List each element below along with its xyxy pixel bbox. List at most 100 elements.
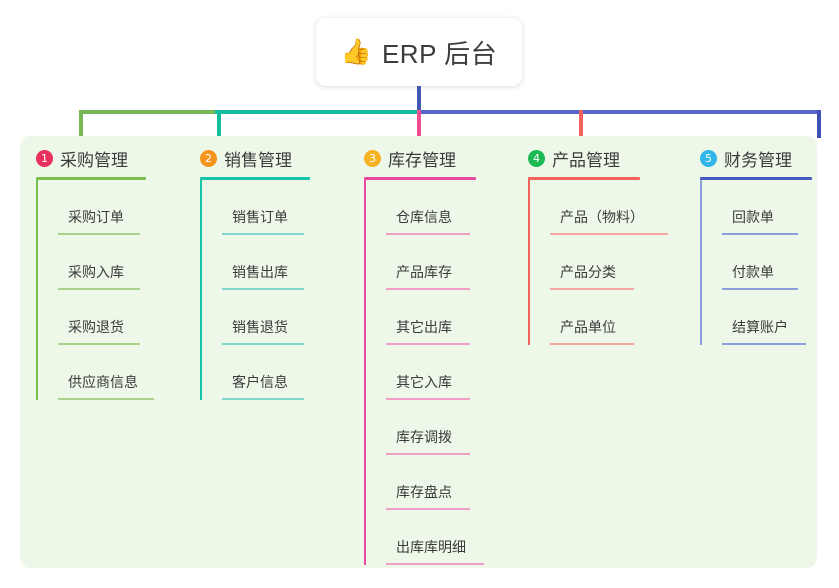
leaf-node[interactable]: 采购订单 xyxy=(58,180,186,235)
branch-number-badge: 3 xyxy=(364,149,381,167)
leaf-label: 仓库信息 xyxy=(396,209,452,225)
leaf-rule xyxy=(58,233,140,235)
leaf-label: 产品分类 xyxy=(560,264,616,280)
leaf-label: 库存调拨 xyxy=(396,429,452,445)
leaf-node[interactable]: 结算账户 xyxy=(722,290,839,345)
leaf-label: 采购退货 xyxy=(68,319,124,335)
leaf-rule xyxy=(722,288,798,290)
leaf-rule xyxy=(222,343,304,345)
leaf-label: 付款单 xyxy=(732,264,774,280)
connector-drop-3 xyxy=(417,110,421,138)
leaf-node[interactable]: 销售订单 xyxy=(222,180,350,235)
branch-number-badge: 5 xyxy=(700,149,717,167)
branch-column-1: 1 采购管理采购订单采购入库采购退货供应商信息 xyxy=(36,145,186,400)
leaf-node[interactable]: 产品库存 xyxy=(386,235,514,290)
leaf-label: 供应商信息 xyxy=(68,374,138,390)
leaf-node[interactable]: 采购入库 xyxy=(58,235,186,290)
connector-drop-2 xyxy=(217,110,221,138)
leaf-node[interactable]: 客户信息 xyxy=(222,345,350,400)
leaf-node[interactable]: 其它入库 xyxy=(386,345,514,400)
branch-title: 产品管理 xyxy=(552,150,620,170)
connector-drop-5 xyxy=(817,110,821,138)
branch-spine xyxy=(528,180,530,345)
leaf-label: 销售退货 xyxy=(232,319,288,335)
connector-stem-center xyxy=(417,86,421,112)
branch-title: 采购管理 xyxy=(60,150,128,170)
branch-header-rule xyxy=(36,177,146,180)
root-title: ERP 后台 xyxy=(381,38,498,69)
branch-spine xyxy=(700,180,702,345)
leaf-node[interactable]: 回款单 xyxy=(722,180,839,235)
leaf-label: 销售出库 xyxy=(232,264,288,280)
leaf-rule xyxy=(222,233,304,235)
branch-leaf-list: 销售订单销售出库销售退货客户信息 xyxy=(200,180,350,400)
branch-title: 销售管理 xyxy=(224,150,292,170)
root-node-card[interactable]: 👍 ERP 后台 xyxy=(316,18,522,86)
leaf-node[interactable]: 库存调拨 xyxy=(386,400,514,455)
leaf-rule xyxy=(386,508,470,510)
leaf-label: 客户信息 xyxy=(232,374,288,390)
leaf-node[interactable]: 仓库信息 xyxy=(386,180,514,235)
leaf-label: 结算账户 xyxy=(732,319,788,335)
leaf-node[interactable]: 销售出库 xyxy=(222,235,350,290)
leaf-label: 产品（物料） xyxy=(560,209,644,225)
leaf-label: 采购订单 xyxy=(68,209,124,225)
branch-column-4: 4 产品管理产品（物料） 产品分类产品单位 xyxy=(528,145,693,345)
leaf-node[interactable]: 采购退货 xyxy=(58,290,186,345)
leaf-node[interactable]: 产品分类 xyxy=(550,235,693,290)
branch-header-2[interactable]: 2 销售管理 xyxy=(200,145,350,171)
leaf-rule xyxy=(386,233,470,235)
thumbs-up-icon: 👍 xyxy=(340,37,372,66)
leaf-rule xyxy=(722,233,798,235)
leaf-label: 其它入库 xyxy=(396,374,452,390)
branch-number-badge: 1 xyxy=(36,149,53,167)
leaf-node[interactable]: 付款单 xyxy=(722,235,839,290)
leaf-rule xyxy=(722,343,806,345)
branch-title: 库存管理 xyxy=(388,150,456,170)
leaf-rule xyxy=(58,343,140,345)
branch-number-badge: 2 xyxy=(200,149,217,167)
leaf-rule xyxy=(58,288,140,290)
branch-leaf-list: 回款单付款单结算账户 xyxy=(700,180,839,345)
branch-header-1[interactable]: 1 采购管理 xyxy=(36,145,186,171)
branch-header-rule xyxy=(200,177,310,180)
branch-header-4[interactable]: 4 产品管理 xyxy=(528,145,693,171)
branch-header-rule xyxy=(700,177,812,180)
branch-column-3: 3 库存管理仓库信息产品库存其它出库其它入库库存调拨库存盘点出库库明细 xyxy=(364,145,514,565)
leaf-label: 产品单位 xyxy=(560,319,616,335)
branch-leaf-list: 采购订单采购入库采购退货供应商信息 xyxy=(36,180,186,400)
connector-bus-segment-2 xyxy=(215,110,421,114)
branch-spine xyxy=(200,180,202,400)
connector-drop-4 xyxy=(579,110,583,138)
leaf-node[interactable]: 产品（物料） xyxy=(550,180,693,235)
leaf-label: 其它出库 xyxy=(396,319,452,335)
leaf-rule xyxy=(550,288,634,290)
branch-header-3[interactable]: 3 库存管理 xyxy=(364,145,514,171)
leaf-rule xyxy=(386,343,470,345)
leaf-rule xyxy=(386,398,470,400)
leaf-label: 回款单 xyxy=(732,209,774,225)
leaf-rule xyxy=(386,288,470,290)
leaf-label: 销售订单 xyxy=(232,209,288,225)
leaf-label: 库存盘点 xyxy=(396,484,452,500)
leaf-node[interactable]: 出库库明细 xyxy=(386,510,514,565)
leaf-node[interactable]: 供应商信息 xyxy=(58,345,186,400)
leaf-node[interactable]: 其它出库 xyxy=(386,290,514,345)
branch-header-rule xyxy=(528,177,640,180)
leaf-node[interactable]: 库存盘点 xyxy=(386,455,514,510)
branch-number-badge: 4 xyxy=(528,149,545,167)
connector-bus-segment-3 xyxy=(417,110,821,114)
branch-header-rule xyxy=(364,177,476,180)
branch-leaf-list: 产品（物料） 产品分类产品单位 xyxy=(528,180,693,345)
leaf-rule xyxy=(550,343,634,345)
branch-leaf-list: 仓库信息产品库存其它出库其它入库库存调拨库存盘点出库库明细 xyxy=(364,180,514,565)
connector-bus-segment-1 xyxy=(79,110,217,114)
leaf-node[interactable]: 销售退货 xyxy=(222,290,350,345)
leaf-node[interactable]: 产品单位 xyxy=(550,290,693,345)
branch-column-2: 2 销售管理销售订单销售出库销售退货客户信息 xyxy=(200,145,350,400)
diagram-panel xyxy=(20,136,817,568)
branch-spine xyxy=(36,180,38,400)
leaf-rule xyxy=(386,453,470,455)
